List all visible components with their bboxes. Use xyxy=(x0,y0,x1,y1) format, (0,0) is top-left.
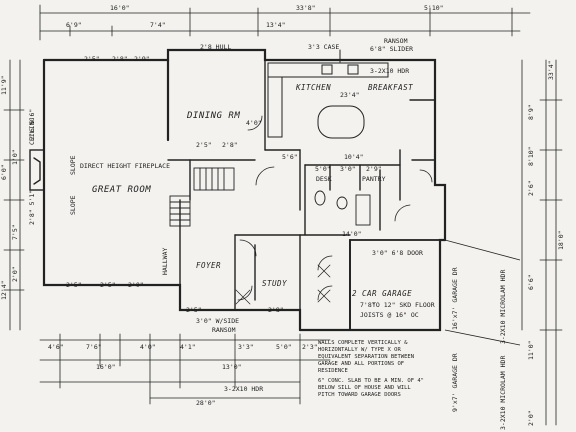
dim-l-2-0: 2'0" xyxy=(11,266,19,282)
dim-bottom-c: 2'0" xyxy=(128,281,144,289)
foyer-label: FOYER xyxy=(196,261,222,270)
garage-label: 2 CAR GARAGE xyxy=(352,289,413,298)
dim-13-4: 13'4" xyxy=(266,21,286,29)
dim-bottom-d: 2'5" xyxy=(186,306,202,314)
garage-walls xyxy=(349,239,441,331)
dim-10-4: 10'4" xyxy=(344,153,364,161)
dim-b-13-0: 13'0" xyxy=(222,363,242,371)
dim-bottom-b: 2'5" xyxy=(100,281,116,289)
dim-5-6: 5'6" xyxy=(282,153,298,161)
dim-2-5b: 2'5" xyxy=(196,141,212,149)
interior-walls xyxy=(167,59,436,311)
door-swings xyxy=(237,115,433,301)
window-ww-b: 2'6 5'6" xyxy=(28,108,36,140)
kitchen-cabinets xyxy=(267,49,389,139)
great-room-label: GREAT ROOM xyxy=(92,185,152,195)
case-top: 3'3 CASE xyxy=(308,43,340,51)
desk-label: DESK xyxy=(316,175,332,183)
dim-2-9: 2'9" xyxy=(134,55,150,63)
fireplace xyxy=(29,149,45,191)
bottom-dimension-lines xyxy=(39,333,331,405)
top-dimension-lines xyxy=(39,4,531,41)
fireplace-note: DIRECT HEIGHT FIREPLACE xyxy=(80,162,171,170)
study-label: STUDY xyxy=(262,279,288,288)
dim-b-7-6: 7'6" xyxy=(86,343,102,351)
dim-r-33-4: 33'4" xyxy=(547,60,555,80)
kitchen-label: KITCHEN xyxy=(296,83,332,92)
dim-l-11-9: 11'9" xyxy=(0,75,8,95)
dim-3-0: 3'0" xyxy=(340,165,356,173)
dim-l-12-4: 12'4" xyxy=(0,280,8,300)
dim-b-16-0: 16'0" xyxy=(96,363,116,371)
dim-top-right: 5'10" xyxy=(424,4,444,12)
dim-b-3-3: 3'3" xyxy=(238,343,254,351)
room-top-dim: 14'0" xyxy=(342,230,362,238)
slider-top: 6'8" SLIDER xyxy=(370,45,414,53)
dim-23-4: 23'4" xyxy=(340,91,360,99)
foyer-note: 3'0" W/SIDE xyxy=(196,317,240,325)
hdr-right-2: 3-2X10 MICROLAM HDR xyxy=(499,355,507,430)
dim-b-4-6: 4'6" xyxy=(48,343,64,351)
garage-sub-3: JOISTS @ 16" OC xyxy=(360,311,419,319)
dim-r-6-6: 6'6" xyxy=(527,274,535,290)
dim-l-6-0: 6'0" xyxy=(0,164,8,180)
dining-room-label: DINING RM xyxy=(187,111,241,121)
garage-door-1: 16'x7' GARAGE DR xyxy=(451,267,459,330)
dim-top-overall: 33'8" xyxy=(296,4,316,12)
dim-2-8b: 2'8" xyxy=(222,141,238,149)
hdr-kitchen: 3-2X10 HDR xyxy=(370,67,410,75)
dim-b-4-0: 4'0" xyxy=(140,343,156,351)
dim-b-4-1: 4'1" xyxy=(180,343,196,351)
slab-note: 6" CONC. SLAB TO BE A MIN. OF 4" BELOW S… xyxy=(318,378,424,398)
dim-r-11-0: 11'0" xyxy=(527,340,535,360)
stairs xyxy=(169,167,235,227)
dim-5-0: 5'0" xyxy=(315,165,331,173)
dim-7-4: 7'4" xyxy=(150,21,166,29)
slope-label-a: SLOPE xyxy=(69,155,77,175)
dim-b-28-0: 28'0" xyxy=(196,399,216,407)
dim-2-5: 2'5" xyxy=(84,55,100,63)
dim-r-8-10: 8'10" xyxy=(527,146,535,166)
garage-sub-1: 7'8" xyxy=(360,301,376,309)
dim-r-2-0: 2'0" xyxy=(527,410,535,426)
pantry-label: PANTRY xyxy=(362,175,386,183)
garage-sub-2: TO 12" SKD FLOOR xyxy=(372,301,435,309)
breakfast-label: BREAKFAST xyxy=(368,83,414,92)
dim-l-1-0: 1'0" xyxy=(11,149,19,165)
dim-2-9-closet: 2'9" xyxy=(366,165,382,173)
slope-label-b: SLOPE xyxy=(69,195,77,215)
hallway-label: HALLWAY xyxy=(161,247,169,275)
dim-bottom-a: 2'5" xyxy=(66,281,82,289)
dim-top-left: 16'0" xyxy=(110,4,130,12)
hdr-bottom: 3-2X10 HDR xyxy=(224,385,264,393)
closet-marks xyxy=(235,264,331,305)
bath-fixtures xyxy=(314,190,371,226)
dim-2-8: 2'8" xyxy=(112,55,128,63)
foyer-note-2: RANSOM xyxy=(212,326,236,334)
dim-bottom-e: 2'8" xyxy=(268,306,284,314)
window-ww-a: 2'8" 5'1" xyxy=(28,189,36,225)
wall-construction-note: WALLS COMPLETE VERTICALLY & HORIZONTALLY… xyxy=(318,340,415,374)
dim-4-0: 4'0" xyxy=(246,119,262,127)
dim-r-2-6: 2'6" xyxy=(527,180,535,196)
dim-6-9: 6'9" xyxy=(66,21,82,29)
dim-b-2-3: 2'3" xyxy=(302,343,318,351)
side-dimension-lines xyxy=(3,59,563,426)
dim-r-8-9: 8'9" xyxy=(527,104,535,120)
dim-r-18-0: 18'0" xyxy=(557,230,565,250)
hdr-right-1: 3-2X10 MICROLAM HDR xyxy=(499,269,507,344)
hull-top: 2'8 HULL xyxy=(200,43,232,51)
ransom-top: RANSOM xyxy=(384,37,408,45)
dim-l-7-5: 7'5" xyxy=(11,224,19,240)
garage-door-2: 9'x7' GARAGE DR xyxy=(451,353,459,412)
dim-b-5-0: 5'0" xyxy=(276,343,292,351)
closet-door-note: 3'0" 6'8 DOOR xyxy=(372,249,423,257)
